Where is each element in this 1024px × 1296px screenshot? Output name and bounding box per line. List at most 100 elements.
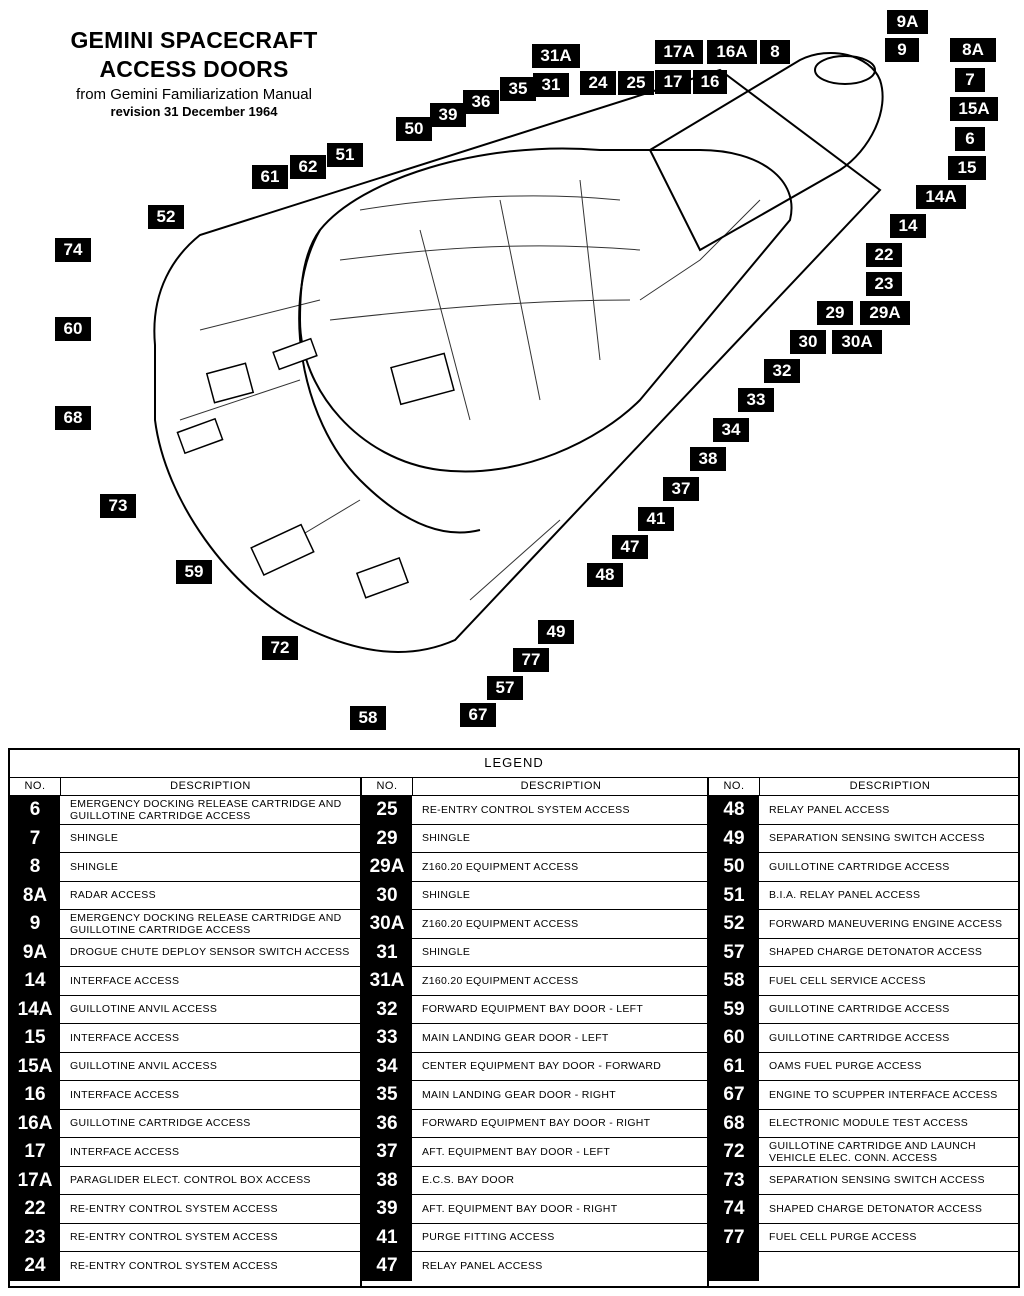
- callout-label: 16A: [707, 40, 757, 64]
- legend-item-number: 58: [709, 967, 759, 996]
- legend-row: 16Interface access: [10, 1081, 360, 1110]
- legend-item-description: Aft. equipment bay door - left: [412, 1138, 709, 1167]
- legend-item-description: Center equipment bay door - forward: [412, 1053, 709, 1081]
- legend-item-description: Relay panel access: [422, 1260, 543, 1273]
- legend-row: 68Electronic module test access: [709, 1109, 1020, 1138]
- door-panel: [272, 337, 318, 371]
- legend-item-number: 16: [10, 1081, 60, 1110]
- legend-table: LEGEND NO.DESCRIPTION 6Emergency docking…: [8, 748, 1020, 1288]
- legend-item-description: Shingle: [412, 825, 709, 853]
- adapter-section: [153, 68, 882, 653]
- door-panel: [205, 362, 255, 404]
- callout-label: 33: [738, 388, 774, 412]
- legend-row: 72Guillotine cartridge and launch vehicl…: [709, 1138, 1020, 1167]
- legend-item-description: Shingle: [412, 939, 709, 967]
- legend-row: 51B.I.A. relay panel access: [709, 881, 1020, 910]
- legend-row: 22Re-entry control system access: [10, 1195, 360, 1224]
- legend-item-description: Interface access: [60, 967, 360, 996]
- legend-item-number: 7: [10, 824, 60, 853]
- description-header: DESCRIPTION: [849, 780, 931, 792]
- legend-item-number: 38: [362, 1166, 412, 1195]
- callout-label: 51: [327, 143, 363, 167]
- legend-item-description: Shaped charge detonator access: [759, 939, 1020, 967]
- legend-item-description: Interface access: [60, 1081, 360, 1110]
- legend-item-description: Guillotine anvil access: [60, 1053, 360, 1081]
- legend-item-description: Shingle: [60, 825, 360, 853]
- legend-column: NO.DESCRIPTION 25Re-entry control system…: [360, 778, 709, 1286]
- legend-item-description: Shaped charge detonator access: [759, 1195, 1020, 1224]
- legend-row: 59Guillotine cartridge access: [709, 995, 1020, 1024]
- legend-item-number: 57: [709, 938, 759, 967]
- legend-row: 32Forward equipment bay door - left: [362, 995, 709, 1024]
- callout-label: 30A: [832, 330, 882, 354]
- legend-row: 16AGuillotine cartridge access: [10, 1109, 360, 1138]
- legend-item-number: 14: [10, 967, 60, 996]
- callout-label: 38: [690, 447, 726, 471]
- legend-row: 30Shingle: [362, 881, 709, 910]
- callout-label: 29A: [860, 301, 910, 325]
- legend-item-number: 15: [10, 1024, 60, 1053]
- door-panel: [390, 352, 455, 406]
- legend-row: 39Aft. equipment bay door - right: [362, 1195, 709, 1224]
- legend-item-number: 73: [709, 1166, 759, 1195]
- legend-item-number: 9: [10, 910, 60, 939]
- nose-section: [648, 52, 884, 252]
- callout-label: 77: [513, 648, 549, 672]
- callout-label: 25: [618, 71, 654, 95]
- legend-item-description: Interface access: [60, 1138, 360, 1167]
- no-header: NO.: [10, 778, 61, 795]
- legend-item-number: 60: [709, 1024, 759, 1053]
- legend-item-number: 51: [709, 881, 759, 910]
- legend-item-number: 17A: [10, 1166, 60, 1195]
- callout-label: 39: [430, 103, 466, 127]
- callout-label: 17A: [655, 40, 703, 64]
- legend-item-description: B.I.A. relay panel access: [759, 882, 1020, 910]
- legend-item-description: Z160.20 equipment access: [412, 910, 709, 939]
- legend-item-description: Forward maneuvering engine access: [759, 910, 1020, 939]
- legend-row: 36Forward equipment bay door - right: [362, 1109, 709, 1138]
- legend-row: 17AParaglider elect. control box access: [10, 1166, 360, 1195]
- legend-row: 8ARadar access: [10, 881, 360, 910]
- legend-item-number: 25: [362, 796, 412, 825]
- callout-label: 60: [55, 317, 91, 341]
- callout-label: 35: [500, 77, 536, 101]
- legend-item-number: 47: [362, 1252, 412, 1281]
- legend-item-description: Paraglider elect. control box access: [60, 1167, 360, 1195]
- door-panel: [250, 523, 315, 577]
- legend-item-description: Main landing gear door - left: [412, 1024, 709, 1053]
- door-panel: [176, 417, 224, 455]
- nose-hatch: [814, 55, 876, 85]
- legend-item-number: 34: [362, 1052, 412, 1081]
- legend-row: 9ADrogue chute deploy sensor switch acce…: [10, 938, 360, 967]
- legend-item-description: Forward equipment bay door - left: [412, 996, 709, 1024]
- legend-item-description: Relay panel access: [759, 796, 1020, 825]
- door-panel: [355, 556, 410, 599]
- legend-row: 49Separation sensing switch access: [709, 824, 1020, 853]
- legend-row: 31Shingle: [362, 938, 709, 967]
- legend-item-description: Re-entry control system access: [60, 1224, 360, 1252]
- title-line1: GEMINI SPACECRAFT: [70, 27, 318, 53]
- callout-label: 61: [252, 165, 288, 189]
- callout-label: 36: [463, 90, 499, 114]
- callout-label: 31A: [532, 44, 580, 68]
- legend-row: [709, 1252, 1020, 1281]
- title-line2: ACCESS DOORS: [99, 56, 289, 82]
- legend-item-number: 8: [10, 853, 60, 882]
- no-header: NO.: [362, 778, 413, 795]
- callout-label: 41: [638, 507, 674, 531]
- legend-item-description: Radar access: [60, 882, 360, 910]
- legend-item-description: Z160.20 equipment access: [412, 967, 709, 996]
- callout-label: 6: [955, 127, 985, 151]
- legend-item-number: 14A: [10, 995, 60, 1024]
- legend-item-number: 59: [709, 995, 759, 1024]
- legend-item-description: Electronic module test access: [759, 1110, 1020, 1138]
- legend-row: 73Separation sensing switch access: [709, 1166, 1020, 1195]
- legend-item-number: 72: [709, 1138, 759, 1167]
- callout-label: 58: [350, 706, 386, 730]
- callout-label: 67: [460, 703, 496, 727]
- legend-item-description: OAMS fuel purge access: [759, 1053, 1020, 1081]
- callout-label: 72: [262, 636, 298, 660]
- callout-label: 15: [948, 156, 986, 180]
